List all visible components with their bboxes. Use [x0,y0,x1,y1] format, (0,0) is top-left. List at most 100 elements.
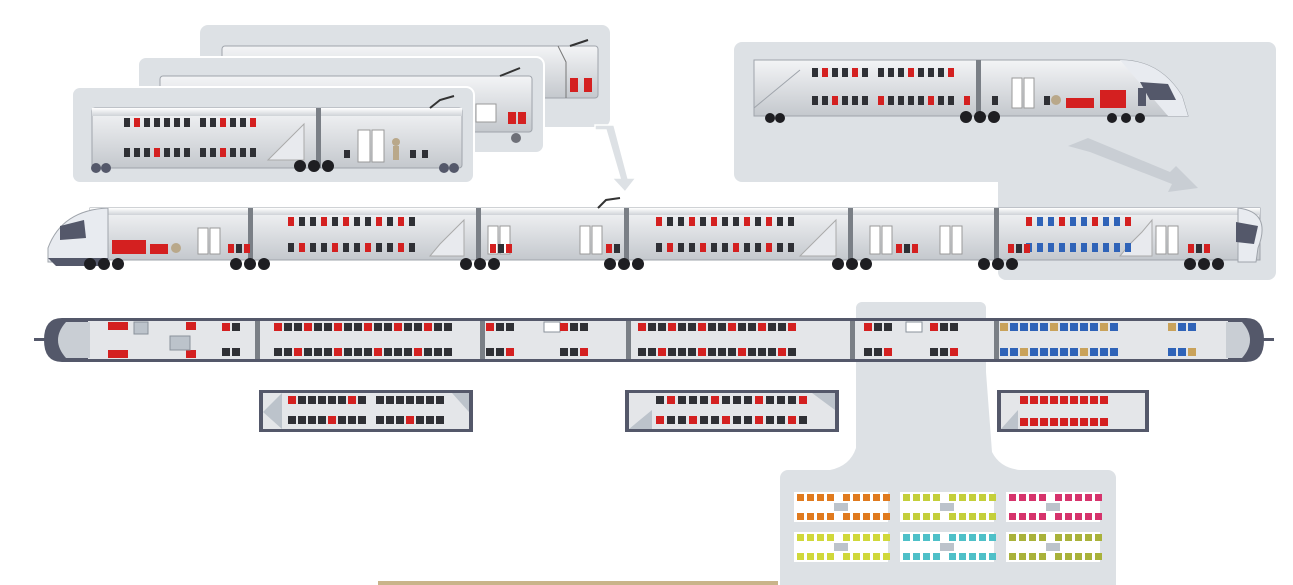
variant-seat [1075,553,1082,560]
variant-seat [807,513,814,520]
detail-seat [358,396,366,404]
wheel [604,258,616,270]
floor-plan-gangways [255,321,999,359]
detail-seat [338,396,346,404]
plan-seat [1110,348,1118,356]
variant-seat [807,494,814,501]
variant-seat [1065,534,1072,541]
upper-seat [1048,217,1054,226]
upper-deck-seats [124,118,256,127]
plan-seat [1000,348,1008,356]
detail-seat [1060,396,1068,404]
end-car-bogies [765,111,1145,123]
detail-seat [288,416,296,424]
plan-seat [688,348,696,356]
plan-seat [374,348,382,356]
detail-seat [396,416,404,424]
plan-seat [304,348,312,356]
plan-seat [560,348,568,356]
detail-seat [298,416,306,424]
variant-seat [817,534,824,541]
plan-seat [434,323,442,331]
plan-seat [1100,323,1108,331]
variant-seat [979,494,986,501]
single-deck-seat [1008,244,1014,253]
plan-seat [414,348,422,356]
staircase [428,218,465,257]
variant-seat [1075,513,1082,520]
detail-seat [1070,396,1078,404]
middle-car-variants [71,25,610,184]
plan-seat [874,323,882,331]
lower-seat [1070,243,1076,252]
single-deck-seat [1204,244,1210,253]
single-deck-seat [506,244,512,253]
detail-seat [1020,396,1028,404]
single-deck-seat [490,244,496,253]
upper-seat [733,217,739,226]
plan-seat [1040,323,1048,331]
detail-seat [426,416,434,424]
plan-seat [768,323,776,331]
plan-seat [444,323,452,331]
upper-seat [1059,217,1065,226]
plan-seat [334,323,342,331]
detail-seat [1040,418,1048,426]
detail-seat [656,396,664,404]
plan-seat [1080,348,1088,356]
plan-seat [1178,323,1186,331]
single-deck-seat [228,244,234,253]
variant-seat [817,553,824,560]
variant-seat [863,494,870,501]
detail-seat [777,416,785,424]
variants-connector-arrow [594,124,638,194]
plan-seat [570,323,578,331]
variant-table [940,503,954,511]
profile-seats [228,217,1210,253]
wheel [258,258,270,270]
detail-seat [1080,418,1088,426]
detail-seat [1090,396,1098,404]
plan-seat [274,348,282,356]
upper-seat [310,217,316,226]
plan-seat [930,348,938,356]
plan-seat [304,323,312,331]
end-car-connector-arrow [1068,138,1198,192]
plan-seat [294,323,302,331]
variant-seat [883,513,890,520]
single-deck-seat [896,244,902,253]
upper-seat [376,217,382,226]
upper-seat [722,217,728,226]
detail-seat [678,396,686,404]
lower-seat [354,243,360,252]
plan-seat [718,323,726,331]
variant-seat [827,553,834,560]
staircase [266,122,305,161]
upper-seat [1092,217,1098,226]
detail-seat [406,396,414,404]
plan-seat [222,323,230,331]
plan-seat [748,323,756,331]
variant-seat [903,494,910,501]
single-deck-seat [614,244,620,253]
variant-seat [827,494,834,501]
detail-seat [308,396,316,404]
variant-seat [989,513,996,520]
variant-seat [1009,553,1016,560]
plan-seat [1100,348,1108,356]
end-car-upper-seats [812,68,954,77]
upper-seat [700,217,706,226]
plan-seat [874,348,882,356]
plan-seat [728,348,736,356]
wheel [84,258,96,270]
single-deck-seat [1024,244,1030,253]
plan-seat [414,323,422,331]
single-deck-seat [1196,244,1202,253]
plan-seat [864,323,872,331]
variant-seat [1029,553,1036,560]
variant-seat [843,513,850,520]
variant-seat [827,513,834,520]
plan-seat [1010,323,1018,331]
variant-seat [959,513,966,520]
plan-seat [778,323,786,331]
